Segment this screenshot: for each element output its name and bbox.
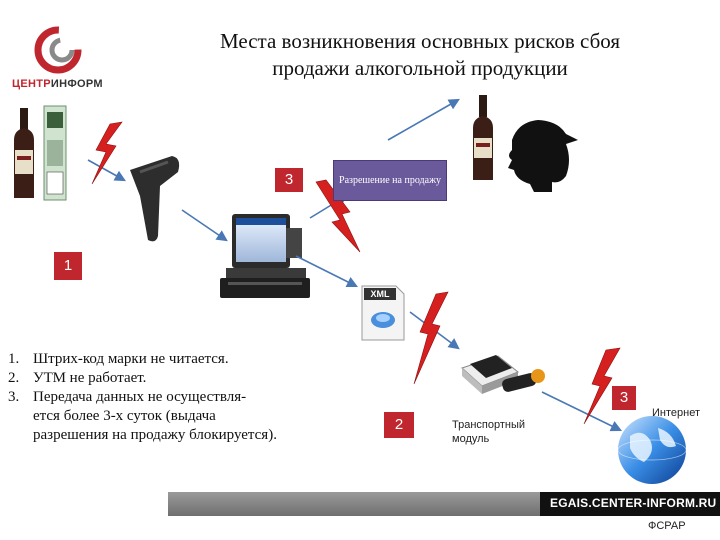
- footer-url[interactable]: EGAIS.CENTER-INFORM.RU: [550, 496, 717, 510]
- lightning-icon-3: [413, 291, 449, 385]
- usb-token-icon: [502, 369, 545, 392]
- transport-module-label: Транспортный модуль: [452, 419, 526, 445]
- internet-label: Интернет: [652, 407, 700, 419]
- marker-2: 2: [384, 412, 414, 438]
- customer-silhouette-icon: [508, 120, 578, 192]
- internet-globe-icon: [617, 416, 687, 484]
- marker-3-right: 3: [612, 386, 636, 410]
- pos-terminal-icon: [220, 214, 310, 298]
- xml-document-icon: [361, 285, 405, 341]
- logo-text: ЦЕНТРИНФОРМ: [12, 78, 103, 90]
- excise-stamp-icon: [43, 105, 67, 201]
- lightning-icon-1: [91, 121, 123, 185]
- risk-lightning-icons: [91, 121, 621, 425]
- page-title: Места возникновения основных рисков сбоя…: [130, 28, 710, 82]
- footer-bar-dark: [540, 492, 720, 516]
- title-line-1: Места возникновения основных рисков сбоя: [219, 29, 621, 53]
- lightning-icon-2: [315, 179, 361, 253]
- lightning-icon-4: [583, 347, 621, 425]
- list-item: 2.УТМ не работает.: [8, 370, 147, 386]
- wine-bottle-icon: [14, 108, 34, 198]
- transport-module-icon: [461, 355, 519, 394]
- flow-arrows: [87, 98, 623, 432]
- permission-box: Разрешение на продажу: [333, 160, 447, 201]
- marker-3-top: 3: [275, 168, 303, 192]
- barcode-scanner-icon: [130, 156, 180, 242]
- footer-org: ФСРАР: [648, 520, 686, 532]
- xml-label: XML: [371, 289, 391, 299]
- title-line-2: продажи алкогольной продукции: [272, 56, 568, 80]
- wine-bottle-right-icon: [473, 95, 493, 180]
- list-item: 1.Штрих-код марки не читается.: [8, 351, 229, 367]
- permission-label: Разрешение на продажу: [339, 175, 441, 186]
- risk-list: 1.Штрих-код марки не читается. 2.УТМ не …: [8, 350, 277, 445]
- logo-icon: [34, 26, 82, 74]
- marker-1: 1: [54, 252, 82, 280]
- list-item: 3.Передача данных не осуществля- ется бо…: [8, 389, 277, 443]
